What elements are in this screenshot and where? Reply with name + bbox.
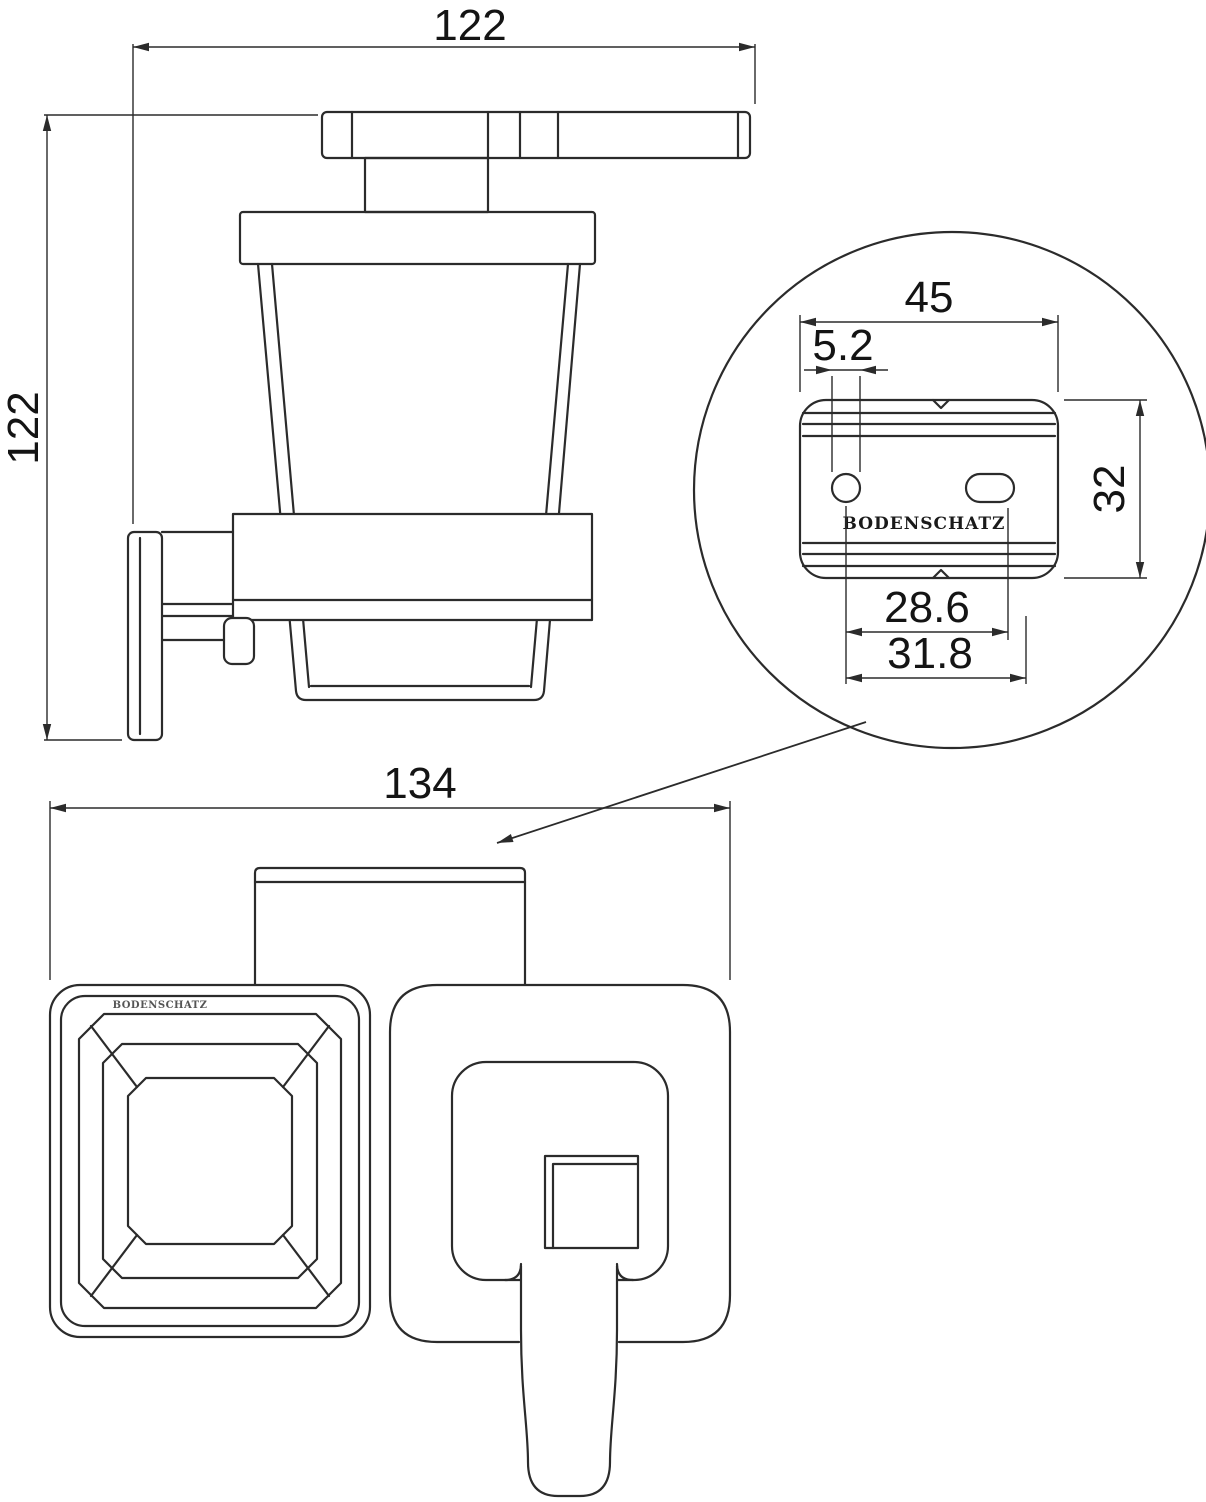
dim-hole-spacing-outer-label: 31.8 bbox=[887, 629, 973, 678]
screw-hole bbox=[830, 472, 862, 504]
screw-slot bbox=[964, 472, 1016, 504]
pump-stem bbox=[363, 156, 490, 214]
dim-plate-width: 45 bbox=[799, 273, 1059, 392]
extension-lines bbox=[132, 44, 756, 524]
brand-text-detail: BODENSCHATZ bbox=[843, 514, 1006, 534]
pump-lever bbox=[320, 110, 752, 160]
leader-arrow bbox=[496, 721, 867, 844]
dim-front-width-label: 122 bbox=[433, 1, 506, 50]
plate-notches bbox=[931, 398, 951, 580]
glass-body bbox=[256, 262, 582, 702]
dish-facet-middle bbox=[101, 1042, 319, 1280]
dim-hole-spacing-inner-label: 28.6 bbox=[884, 583, 970, 632]
bracket-boss-inner bbox=[551, 1162, 639, 1250]
dim-hole-diameter: 5.2 bbox=[804, 321, 888, 472]
dim-hole-diameter-label: 5.2 bbox=[812, 321, 873, 370]
wall-bracket bbox=[126, 530, 256, 742]
mount-plate: BODENSCHATZ bbox=[798, 398, 1060, 580]
dish-facet-outer bbox=[77, 1012, 343, 1310]
dim-plate-width-label: 45 bbox=[905, 273, 954, 322]
dim-plate-height-label: 32 bbox=[1085, 465, 1134, 514]
holder-ring bbox=[231, 512, 594, 622]
dim-front-height-label: 122 bbox=[0, 391, 48, 464]
pump-handle bbox=[519, 1264, 619, 1498]
dispenser-collar bbox=[238, 210, 597, 266]
bracket-boss bbox=[543, 1154, 640, 1250]
dim-plan-width-label: 134 bbox=[383, 759, 456, 808]
dim-hole-spacing-outer: 31.8 bbox=[846, 616, 1027, 684]
detail-circle bbox=[692, 230, 1206, 750]
handle-fillets bbox=[503, 1262, 635, 1282]
dim-plan-width: 134 bbox=[49, 759, 731, 980]
dim-front-height: 122 bbox=[0, 114, 318, 741]
plan-view: 134 BODENSCHATZ bbox=[48, 759, 732, 1498]
bracket-arm bbox=[160, 530, 235, 642]
dish-corner-facets bbox=[89, 1024, 331, 1298]
front-view: 122 122 bbox=[0, 1, 756, 742]
dim-hole-spacing-inner: 28.6 bbox=[845, 506, 1009, 684]
wall-plate bbox=[126, 530, 164, 742]
brand-text-dish: BODENSCHATZ bbox=[113, 1000, 208, 1011]
dim-front-width: 122 bbox=[132, 1, 756, 524]
mount-bracket-top bbox=[388, 983, 732, 1498]
detail-view: BODENSCHATZ 45 5.2 32 28.6 31. bbox=[496, 230, 1206, 844]
dim-plate-height: 32 bbox=[1064, 399, 1147, 579]
extension-lines bbox=[44, 114, 318, 741]
glass-dish: BODENSCHATZ bbox=[48, 983, 372, 1339]
plate-ribs bbox=[801, 411, 1057, 568]
bracket-nub bbox=[222, 616, 256, 666]
dish-facet-inner bbox=[126, 1076, 294, 1246]
dispenser-body-top bbox=[253, 866, 527, 987]
